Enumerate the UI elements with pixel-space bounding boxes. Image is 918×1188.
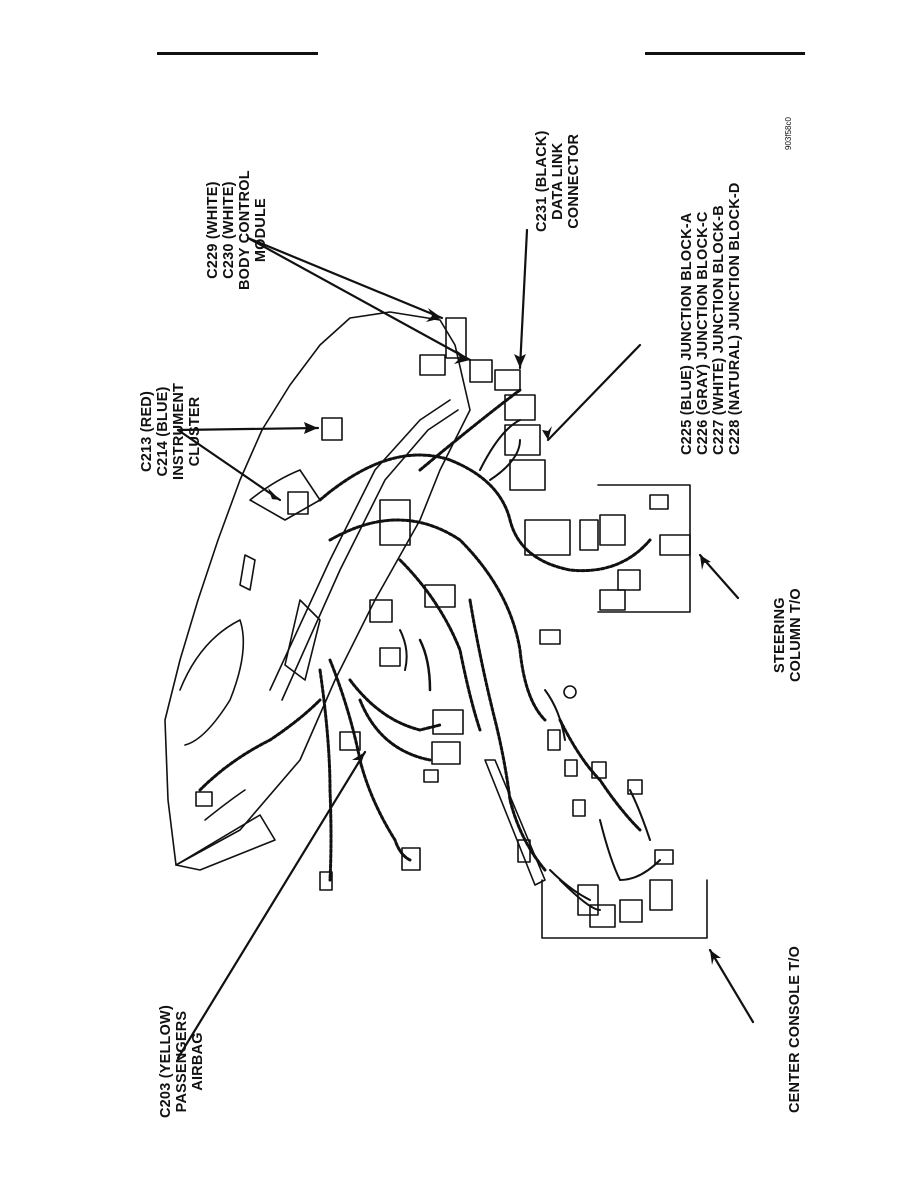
figure-code: 903f58c0 xyxy=(784,117,793,150)
leader-line xyxy=(518,228,529,370)
connector xyxy=(649,494,669,510)
connector xyxy=(469,359,493,383)
connector xyxy=(577,884,599,916)
connector xyxy=(617,569,641,591)
connector xyxy=(379,647,401,667)
connector xyxy=(524,519,571,556)
connector xyxy=(579,519,599,551)
connector xyxy=(539,629,561,645)
leader-line xyxy=(246,236,444,320)
connector xyxy=(432,709,464,735)
connector xyxy=(599,589,626,611)
leader-line xyxy=(708,948,755,1024)
connector xyxy=(649,879,673,911)
connector xyxy=(619,899,643,923)
connector xyxy=(445,317,467,359)
connector xyxy=(419,354,446,376)
connector xyxy=(509,459,546,491)
leader-line xyxy=(176,428,282,502)
connector xyxy=(589,904,616,928)
connector xyxy=(424,584,456,608)
connector xyxy=(494,369,521,391)
leader-line xyxy=(176,750,367,1060)
connector xyxy=(599,514,626,546)
connector xyxy=(517,839,531,863)
connector xyxy=(564,759,578,777)
leader-line xyxy=(246,236,472,362)
header-rule-left xyxy=(157,52,318,55)
connector xyxy=(401,847,421,871)
instrument-panel-outline xyxy=(164,311,471,866)
leader-line xyxy=(176,426,320,432)
connector xyxy=(654,849,674,865)
connector xyxy=(547,729,561,751)
connector xyxy=(195,791,213,807)
main-harness xyxy=(318,453,652,573)
connector xyxy=(369,599,393,623)
label-center-console: CENTER CONSOLE T/O xyxy=(787,945,803,1113)
connector xyxy=(431,741,461,765)
connector xyxy=(287,491,309,515)
connector xyxy=(504,394,536,421)
connector xyxy=(319,871,333,891)
connector xyxy=(591,761,607,779)
connector xyxy=(659,534,691,556)
connector xyxy=(379,499,411,546)
leader-line xyxy=(546,343,642,442)
connector xyxy=(339,731,361,751)
connector xyxy=(504,424,541,456)
steering-bracket xyxy=(597,484,691,613)
connector xyxy=(572,799,586,817)
header-rule-right xyxy=(645,52,805,55)
console-bracket xyxy=(541,879,708,939)
connector xyxy=(423,769,439,783)
connector xyxy=(321,417,343,441)
connector xyxy=(627,779,643,795)
